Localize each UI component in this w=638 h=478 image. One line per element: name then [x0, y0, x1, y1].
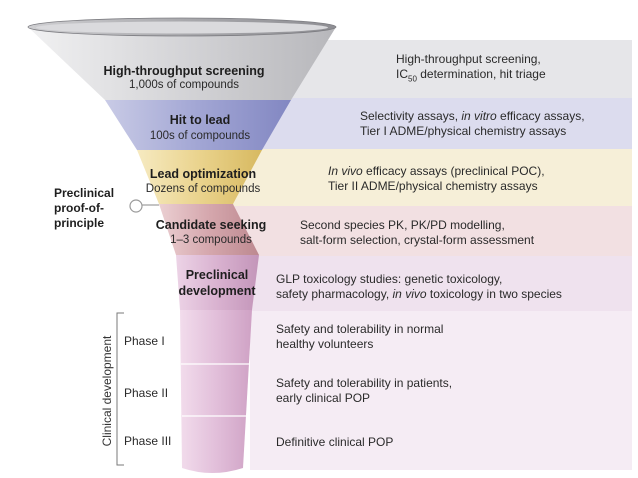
funnel: [27, 17, 337, 473]
desc-phase-2: Safety and tolerability in patients, ear…: [276, 376, 452, 406]
funnel-section-preclinical-dev: [176, 255, 259, 310]
desc-p1-line-1: Safety and tolerability in normal: [276, 322, 444, 336]
desc-candidate: Second species PK, PK/PD modelling, salt…: [300, 218, 534, 248]
stage-title-candidate: Candidate seeking: [155, 218, 267, 232]
desc-h2l-italic: in vitro: [461, 109, 497, 123]
desc-h2l-a: Selectivity assays,: [360, 109, 462, 123]
desc-p3-line-1: Definitive clinical POP: [276, 435, 394, 449]
funnel-section-candidate: [159, 204, 259, 255]
funnel-section-hit-to-lead: [105, 100, 291, 150]
side-label-line-1: Preclinical: [54, 186, 115, 200]
desc-phase-1: Safety and tolerability in normal health…: [276, 322, 443, 352]
desc-hts: High-throughput screening, IC50 determin…: [396, 52, 546, 86]
desc-preclinical-dev: GLP toxicology studies: genetic toxicolo…: [276, 272, 562, 302]
desc-pre-line-2: safety pharmacology, in vivo toxicology …: [276, 287, 562, 302]
side-label-line-3: principle: [54, 216, 105, 230]
background-bands: [150, 40, 632, 470]
band-lead-opt: [200, 149, 632, 206]
desc-phase-3: Definitive clinical POP: [276, 435, 393, 450]
desc-lo-line-1: In vivo efficacy assays (preclinical POC…: [328, 164, 545, 179]
stage-sub-candidate: 1–3 compounds: [170, 234, 252, 246]
desc-p1-line-2: healthy volunteers: [276, 337, 374, 351]
stage-title-lead-opt: Lead optimization: [149, 167, 257, 181]
desc-cs-line-2: salt-form selection, crystal-form assess…: [300, 233, 535, 247]
desc-pre-italic: in vivo: [392, 287, 427, 301]
desc-hts-line-2: IC50 determination, hit triage: [396, 67, 546, 86]
desc-lead-opt: In vivo efficacy assays (preclinical POC…: [328, 164, 545, 194]
desc-lo-italic: In vivo: [328, 164, 363, 178]
phase-label-2: Phase II: [124, 386, 169, 400]
desc-lo-a: efficacy assays (preclinical POC),: [362, 164, 545, 178]
clinical-bracket: [116, 312, 124, 466]
ic50-subscript: 50: [408, 74, 417, 84]
proof-of-principle-marker: [129, 199, 143, 213]
stage-title-hit-to-lead: Hit to lead: [169, 113, 231, 127]
desc-p2-line-2: early clinical POP: [276, 391, 371, 405]
funnel-section-hts: [28, 27, 336, 100]
funnel-section-lead-opt: [137, 150, 262, 204]
desc-p2-line-1: Safety and tolerability in patients,: [276, 376, 453, 390]
phase-label-1: Phase I: [124, 334, 165, 348]
desc-pre-b: toxicology in two species: [426, 287, 562, 301]
ic50-ic: IC: [396, 67, 408, 81]
desc-lo-line-2: Tier II ADME/physical chemistry assays: [328, 179, 538, 193]
desc-hts-line-1: High-throughput screening,: [396, 52, 541, 66]
desc-cs-line-1: Second species PK, PK/PD modelling,: [300, 218, 505, 232]
band-preclinical-dev: [250, 256, 632, 311]
stage-sub-lead-opt: Dozens of compounds: [145, 183, 261, 195]
desc-h2l-line-2: Tier I ADME/physical chemistry assays: [360, 124, 567, 138]
stage-title-preclinical-dev-1: Preclinical: [185, 268, 249, 282]
funnel-section-clinical: [180, 310, 252, 473]
desc-pre-a: safety pharmacology,: [276, 287, 393, 301]
band-clinical: [250, 311, 632, 470]
stage-sub-hts: 1,000s of compounds: [129, 79, 239, 91]
phase-label-3: Phase III: [124, 434, 172, 448]
stage-title-preclinical-dev-2: development: [178, 284, 256, 298]
band-candidate: [230, 206, 632, 256]
funnel-rim-inner: [36, 21, 328, 34]
desc-h2l-line-1: Selectivity assays, in vitro efficacy as…: [360, 109, 585, 124]
desc-pre-line-1: GLP toxicology studies: genetic toxicolo…: [276, 272, 503, 286]
clinical-development-label: Clinical development: [100, 335, 114, 447]
side-label-line-2: proof-of-: [54, 201, 104, 215]
ic50-rest: determination, hit triage: [416, 67, 546, 81]
stage-title-hts: High-throughput screening: [103, 64, 265, 78]
desc-hit-to-lead: Selectivity assays, in vitro efficacy as…: [360, 109, 585, 139]
desc-h2l-b: efficacy assays,: [496, 109, 585, 123]
stage-sub-hit-to-lead: 100s of compounds: [149, 130, 251, 142]
